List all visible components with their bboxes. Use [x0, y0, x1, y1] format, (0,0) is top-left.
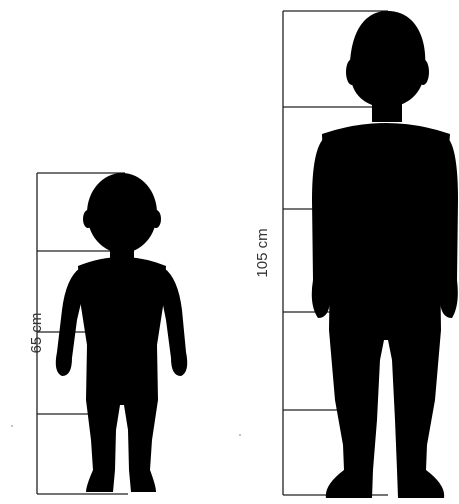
- stray-dot-left: [11, 425, 13, 427]
- large-height-label: 105 cm: [254, 228, 271, 277]
- large-body: [322, 123, 450, 498]
- large-child-silhouette: [312, 11, 458, 498]
- small-neck: [110, 244, 134, 258]
- small-right-arm: [160, 268, 187, 376]
- large-head: [350, 11, 425, 108]
- large-child-group: 105 cm: [254, 11, 458, 498]
- small-head: [87, 173, 157, 253]
- small-body: [78, 257, 166, 492]
- stray-dot-mid: [239, 434, 241, 436]
- small-left-arm: [56, 268, 84, 376]
- small-child-group: 65 cm: [28, 173, 187, 494]
- large-neck: [372, 100, 402, 122]
- small-height-label: 65 cm: [28, 313, 45, 354]
